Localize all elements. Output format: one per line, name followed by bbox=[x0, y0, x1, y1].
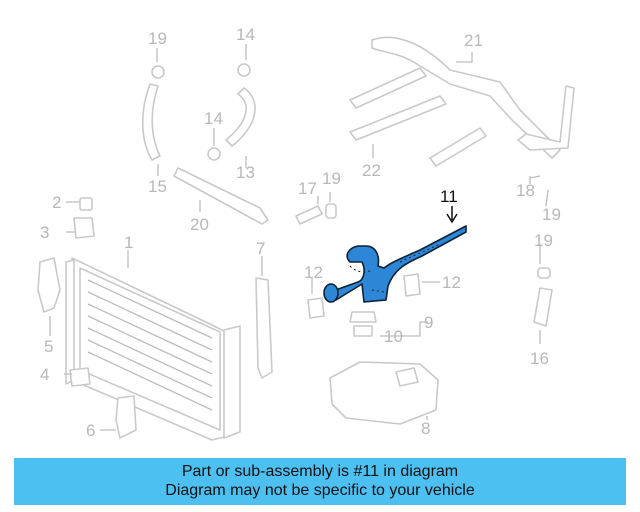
callout-8: 8 bbox=[421, 419, 430, 438]
fitting-12-right bbox=[403, 273, 421, 297]
drain-plug bbox=[79, 197, 93, 211]
lower-bracket bbox=[115, 395, 137, 439]
callout-6: 6 bbox=[86, 421, 95, 440]
callout-18: 18 bbox=[516, 181, 535, 200]
callout-4: 4 bbox=[40, 365, 49, 384]
callout-15: 15 bbox=[148, 177, 167, 196]
callout-12-left: 12 bbox=[304, 263, 323, 282]
callout-1: 1 bbox=[124, 233, 133, 252]
mount-bushing bbox=[69, 367, 91, 387]
callout-22: 22 bbox=[362, 161, 381, 180]
callout-11-arrow bbox=[446, 206, 458, 224]
callout-14-mid: 14 bbox=[204, 109, 223, 128]
hose-11-highlighted bbox=[323, 225, 467, 303]
fitting-12-left bbox=[307, 297, 325, 319]
callout-16: 16 bbox=[530, 349, 549, 368]
callout-11: 11 bbox=[440, 187, 458, 206]
callout-14-top: 14 bbox=[236, 25, 255, 44]
callout-3: 3 bbox=[40, 223, 49, 242]
callout-19-d: 19 bbox=[534, 231, 553, 250]
callout-10: 10 bbox=[384, 327, 403, 346]
caption-banner: Part or sub-assembly is #11 in diagram D… bbox=[14, 458, 626, 505]
callout-19-a: 19 bbox=[148, 29, 167, 48]
caption-line-1: Part or sub-assembly is #11 in diagram bbox=[181, 463, 459, 480]
drain-plug-seal bbox=[73, 217, 95, 239]
expansion-tank bbox=[329, 361, 439, 425]
bracket bbox=[37, 257, 61, 313]
callout-2: 2 bbox=[52, 193, 61, 212]
callout-21: 21 bbox=[464, 31, 483, 50]
callout-12-right: 12 bbox=[442, 273, 461, 292]
parts-diagram: 1 2 3 4 5 6 7 8 9 10 11 12 12 13 14 14 1… bbox=[37, 25, 575, 441]
callout-13: 13 bbox=[236, 163, 255, 182]
hose-15 bbox=[141, 83, 161, 161]
seal-strip bbox=[255, 277, 273, 379]
hose-16 bbox=[533, 287, 553, 327]
callout-19-b: 19 bbox=[322, 169, 341, 188]
pipe-20 bbox=[173, 167, 269, 225]
hose-13 bbox=[225, 87, 256, 147]
cap-9 bbox=[349, 311, 377, 323]
callout-7: 7 bbox=[256, 239, 265, 258]
callout-17: 17 bbox=[298, 179, 317, 198]
callout-9: 9 bbox=[424, 313, 433, 332]
hose-18 bbox=[517, 85, 575, 151]
callout-20: 20 bbox=[190, 215, 209, 234]
caption-line-2: Diagram may not be specific to your vehi… bbox=[165, 482, 475, 499]
callout-5: 5 bbox=[44, 337, 53, 356]
seal-10 bbox=[353, 325, 373, 337]
radiator bbox=[65, 257, 241, 441]
hose-17 bbox=[295, 205, 323, 225]
callout-19-c: 19 bbox=[542, 205, 561, 224]
